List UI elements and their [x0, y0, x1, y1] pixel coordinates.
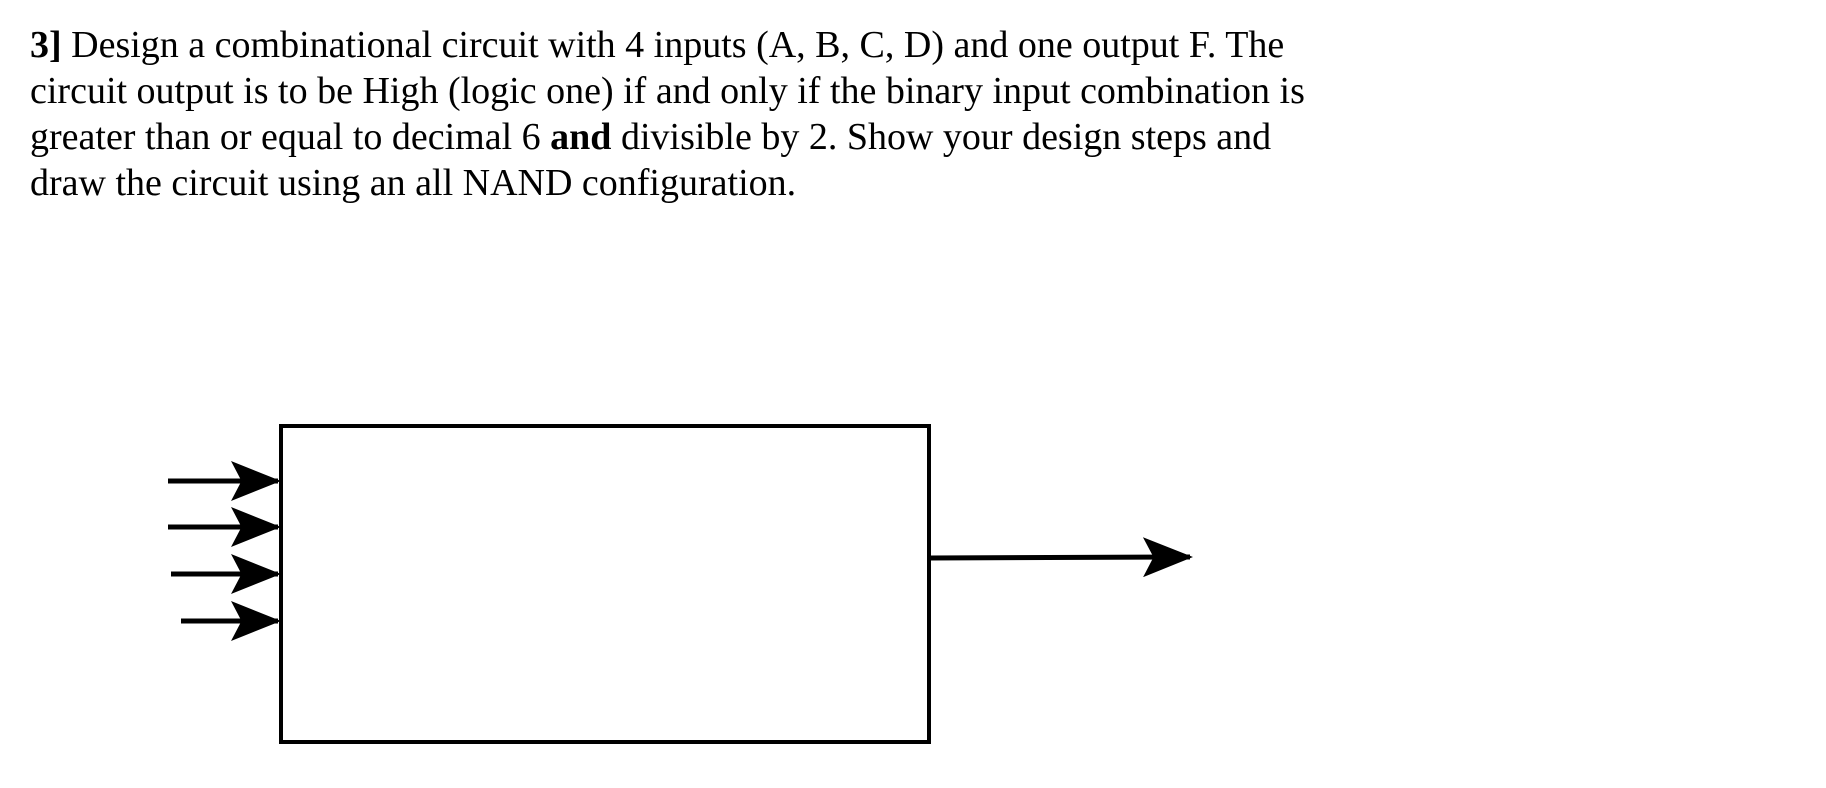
output-arrow-1	[928, 537, 1193, 578]
problem-line-2: circuit output is to be High (logic one)…	[30, 68, 1650, 114]
problem-line-1-text: Design a combinational circuit with 4 in…	[71, 24, 1285, 66]
problem-line-4: draw the circuit using an all NAND confi…	[30, 160, 1650, 206]
problem-statement: 3] Design a combinational circuit with 4…	[30, 22, 1650, 206]
problem-line-3-text-a: greater than or equal to decimal 6	[30, 116, 551, 158]
question-number: 3]	[30, 24, 62, 66]
problem-line-4-text: draw the circuit using an all NAND confi…	[30, 162, 797, 204]
problem-line-1: 3] Design a combinational circuit with 4…	[30, 22, 1650, 68]
problem-line-3-text-b: divisible by 2. Show your design steps a…	[611, 116, 1272, 158]
problem-line-2-text: circuit output is to be High (logic one)…	[30, 70, 1305, 112]
problem-line-3-bold-and: and	[550, 116, 612, 158]
problem-line-3: greater than or equal to decimal 6 and d…	[30, 114, 1650, 160]
circuit-block	[279, 424, 931, 744]
